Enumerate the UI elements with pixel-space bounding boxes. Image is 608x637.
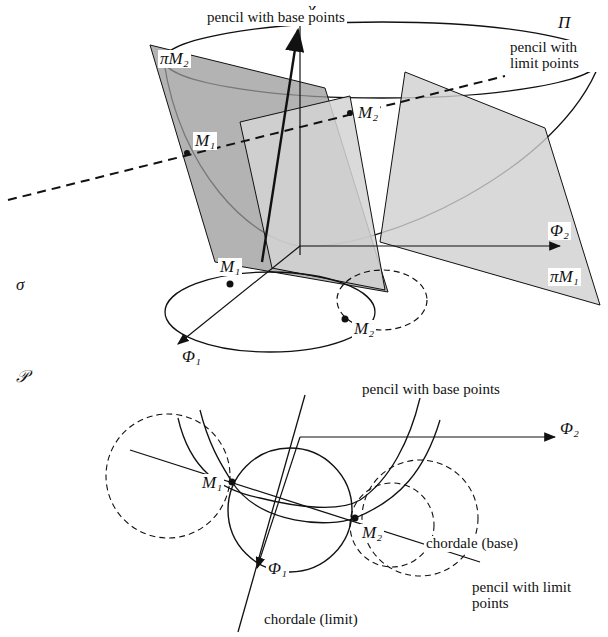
- annotation-label: pencil with limit points: [470, 580, 584, 612]
- symbol-label: Π: [556, 14, 572, 32]
- symbol-label: Φ₂: [548, 222, 571, 240]
- symbol-label: σ: [14, 276, 26, 294]
- symbol-label: Φ₁: [180, 348, 203, 366]
- symbol-label: M₂: [356, 104, 380, 122]
- symbol-label: M₂: [352, 320, 376, 338]
- symbol-label: πM₁: [548, 268, 581, 286]
- symbol-label: πM₂: [158, 50, 191, 68]
- symbol-label: Φ₁: [266, 560, 289, 578]
- annotation-label: pencil with base points: [360, 382, 502, 398]
- annotation-label: chordale (limit): [262, 612, 360, 628]
- symbol-label: M₁: [218, 258, 242, 276]
- symbol-label: M₂: [360, 524, 384, 542]
- annotation-label: pencil with limit points: [508, 40, 604, 72]
- symbol-label: 𝒫: [14, 368, 30, 386]
- symbol-label: M₁: [193, 132, 217, 150]
- annotation-label: pencil with base points: [205, 10, 347, 26]
- annotation-label: chordale (base): [424, 536, 520, 552]
- symbol-label: Φ₂: [558, 420, 581, 438]
- symbol-label: M₁: [200, 474, 224, 492]
